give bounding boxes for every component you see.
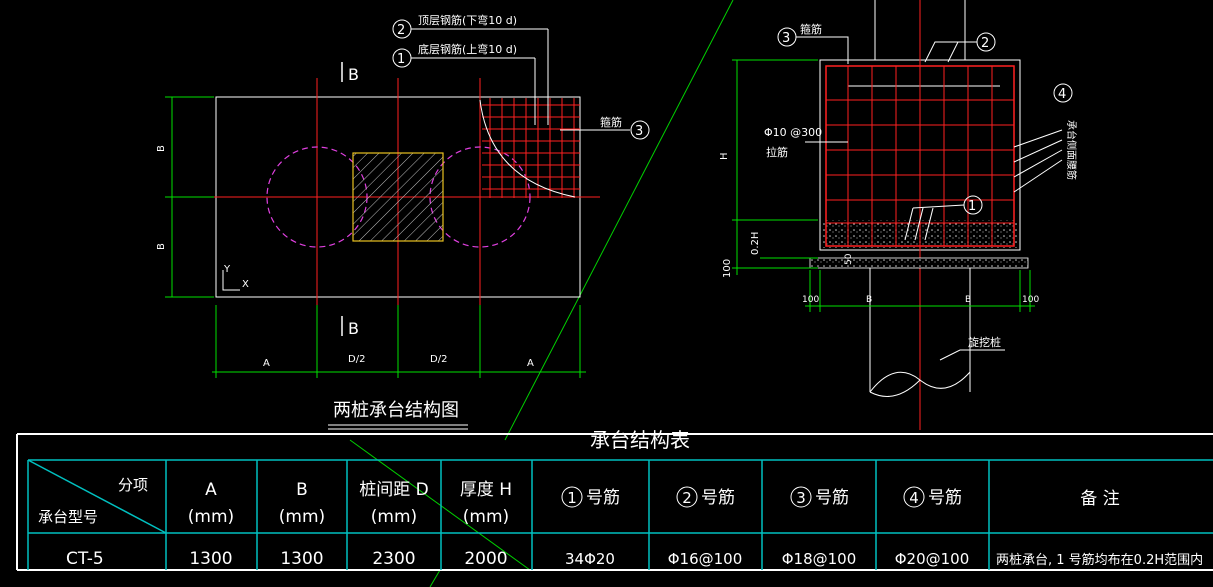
table-cell: Φ20@100 xyxy=(895,550,970,568)
dim-label: B xyxy=(156,243,167,250)
table-header-unit: (mm) xyxy=(463,507,509,527)
table-cell: Φ18@100 xyxy=(782,550,857,568)
table-cell: Φ16@100 xyxy=(668,550,743,568)
table-cell-remark: 两桩承台, 1 号筋均布在0.2H范围内 xyxy=(996,552,1203,568)
rebar-number: 2 xyxy=(682,489,692,507)
tie-text: Φ10 @300 xyxy=(764,126,822,139)
callout-text: 箍筋 xyxy=(600,115,622,129)
callout-bubble xyxy=(630,120,650,140)
section-mark-label: B xyxy=(348,65,359,84)
dim-label: 0.2H xyxy=(750,232,761,255)
table-header: 号筋 xyxy=(586,488,620,508)
callout-bubble xyxy=(976,32,996,52)
pile-cap-table: 承台结构表 分项 承台型号 A (mm) B (mm) 桩间距 D (mm) 厚… xyxy=(16,428,1213,571)
table-header-unit: (mm) xyxy=(279,507,325,527)
pile-cap-plan: B B B B A D/2 D/2 A Y X 两桩承台结构图 2 xyxy=(156,13,650,430)
callout-number: 1 xyxy=(968,199,976,214)
callout-text: 箍筋 xyxy=(800,22,822,36)
table-header-unit: (mm) xyxy=(371,507,417,527)
callout-leader xyxy=(1013,129,1063,193)
rebar-detail xyxy=(482,98,580,198)
rebar-grid xyxy=(826,0,1014,430)
tie-text: 拉筋 xyxy=(766,145,788,159)
table-diag-bottom: 承台型号 xyxy=(38,508,98,526)
dim-label: A xyxy=(263,358,270,369)
callout-number: 2 xyxy=(397,23,405,38)
callout-text: 顶层钢筋(下弯10 d) xyxy=(418,13,517,27)
dim-label: A xyxy=(527,358,534,369)
callout-leader xyxy=(904,204,965,241)
table-cell: 2000 xyxy=(464,549,507,569)
section-mark-label: B xyxy=(348,319,359,338)
table-header: A xyxy=(205,480,217,500)
callout-leader xyxy=(924,41,977,63)
ucs-label: X xyxy=(242,279,249,290)
column-hatch xyxy=(352,152,444,242)
dim-label: 100 xyxy=(722,259,733,278)
rebar-number-circle xyxy=(790,486,812,508)
rebar-number: 4 xyxy=(909,489,919,507)
table-header: 厚度 H xyxy=(460,480,512,500)
callout-number: 3 xyxy=(635,124,643,139)
table-header: 备 注 xyxy=(1080,489,1119,509)
rebar-number-circle xyxy=(903,486,925,508)
plan-title: 两桩承台结构图 xyxy=(333,400,459,421)
table-header: 桩间距 D xyxy=(359,480,429,500)
callout-text: 底层钢筋(上弯10 d) xyxy=(418,42,517,56)
ucs-label: Y xyxy=(223,264,231,275)
dim-label: D/2 xyxy=(430,354,447,365)
leader-line xyxy=(429,569,441,587)
pile-break xyxy=(869,379,921,397)
callout-leader xyxy=(939,349,1005,361)
callout-text: 承台侧面腰筋 xyxy=(1065,120,1078,180)
section-dimension-left xyxy=(732,59,818,275)
table-cell: 1300 xyxy=(280,549,323,569)
callout-leader xyxy=(796,36,849,64)
blinding-layer xyxy=(809,257,1029,269)
section-dimension-bottom xyxy=(805,270,1035,312)
rebar-number-circle xyxy=(676,486,698,508)
callout-number: 3 xyxy=(782,31,790,46)
table-cell: 34Φ20 xyxy=(565,550,615,568)
dim-label: H xyxy=(719,152,730,160)
table-diag-top: 分项 xyxy=(118,476,148,494)
table-header: 号筋 xyxy=(701,488,735,508)
table-cell: CT-5 xyxy=(66,549,104,569)
callout-bubble xyxy=(1053,83,1073,103)
table-title: 承台结构表 xyxy=(590,428,690,452)
rebar-number-circle xyxy=(561,486,583,508)
rebar-number: 3 xyxy=(796,489,806,507)
rebar-number: 1 xyxy=(567,489,577,507)
table-header: 号筋 xyxy=(928,488,962,508)
rebar-line xyxy=(847,85,1000,223)
dim-label: B xyxy=(156,145,167,152)
table-header: 号筋 xyxy=(815,488,849,508)
dimension-bottom xyxy=(212,305,586,378)
dim-label: 100 xyxy=(802,295,819,305)
callout-number: 4 xyxy=(1058,87,1066,102)
dimension-left xyxy=(165,96,214,298)
pile-circle xyxy=(429,146,531,248)
callout-leader xyxy=(947,41,959,63)
table-header-unit: (mm) xyxy=(188,507,234,527)
dim-label: D/2 xyxy=(348,354,365,365)
dim-label: B xyxy=(866,295,872,305)
break-line xyxy=(479,99,576,198)
dim-label: 50 xyxy=(844,253,854,265)
table-header: B xyxy=(296,480,308,500)
pile-cap-section: H 0.2H 100 50 100 B B 100 3 箍筋 2 4 承台侧面腰… xyxy=(719,0,1078,430)
dim-label: B xyxy=(965,295,971,305)
leader-line xyxy=(349,439,531,571)
callout-number: 2 xyxy=(981,36,989,51)
table-cell: 1300 xyxy=(189,549,232,569)
table-grid xyxy=(27,459,1213,570)
ucs-icon xyxy=(222,270,240,291)
dim-label: 100 xyxy=(1022,295,1039,305)
leader-line xyxy=(504,0,734,441)
pile-label: 旋挖桩 xyxy=(968,335,1001,349)
callout-number: 1 xyxy=(397,52,405,67)
table-cell: 2300 xyxy=(372,549,415,569)
